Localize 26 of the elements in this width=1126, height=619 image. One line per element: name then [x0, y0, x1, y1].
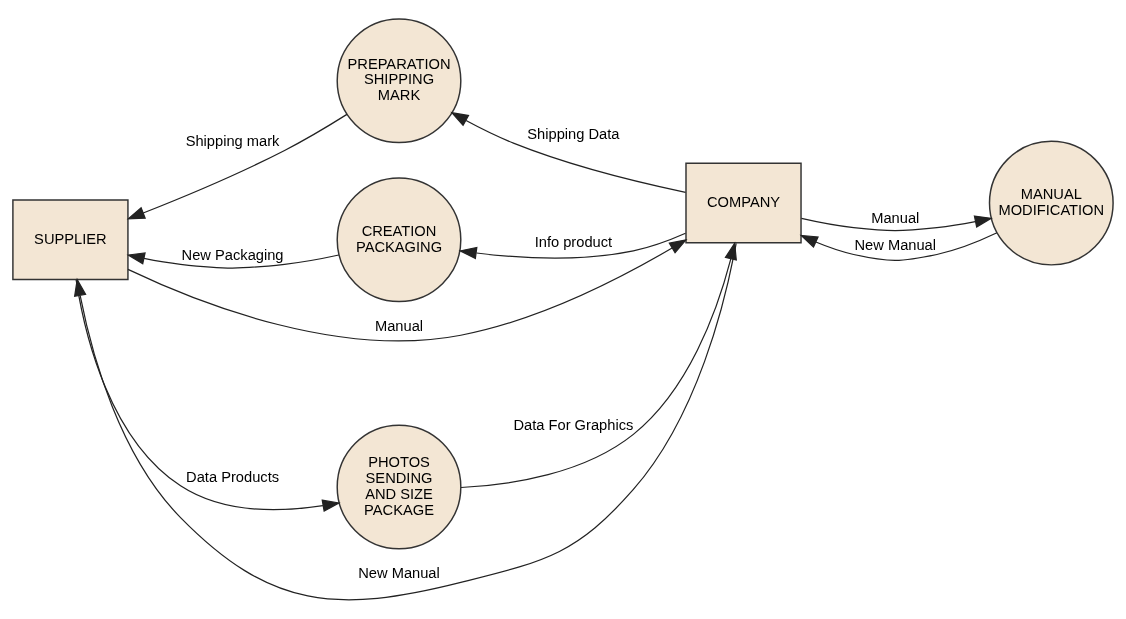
node-circle: PREPARATION SHIPPING MARK: [336, 18, 462, 144]
arrow: [450, 111, 687, 193]
arrow: [75, 279, 341, 513]
arrow: [126, 113, 348, 220]
edge-label: Data Products: [186, 468, 280, 485]
edge-label: New Manual: [854, 237, 937, 254]
edge-label: Manual: [374, 318, 424, 335]
edge-label: Manual: [871, 210, 920, 227]
node-box: SUPPLIER: [12, 199, 129, 281]
edge-label: Shipping Data: [527, 125, 620, 142]
node-circle: CREATION PACKAGING: [336, 177, 462, 303]
node-box: COMPANY: [685, 162, 802, 244]
arrow: [73, 242, 737, 601]
arrow: [460, 241, 737, 489]
edge-label: Shipping mark: [185, 133, 280, 150]
node-circle: MANUAL MODIFICATION: [988, 140, 1114, 266]
edge-label: New Packaging: [181, 247, 284, 264]
arrow: [458, 232, 687, 260]
arrow: [127, 238, 688, 342]
arrow: [126, 252, 340, 269]
arrow: [799, 232, 998, 262]
edge-label: Info product: [534, 233, 613, 250]
edge-label: Data For Graphics: [513, 417, 634, 434]
node-circle: PHOTOS SENDING AND SIZE PACKAGE: [336, 424, 462, 550]
arrow: [800, 215, 993, 232]
edge-label: New Manual: [358, 565, 440, 582]
